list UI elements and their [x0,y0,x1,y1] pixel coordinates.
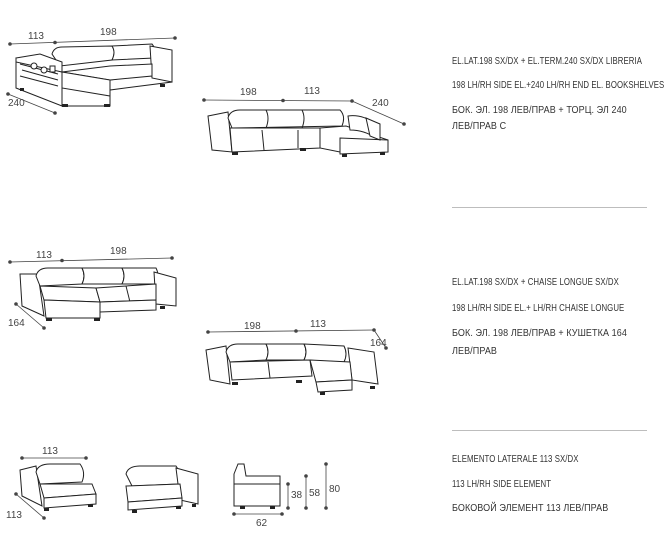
dim-depth: 240 [372,98,389,109]
dim-seat-height: 38 [291,490,303,501]
side-view-profile: 62 38 58 80 [232,462,341,529]
dim-arm-height: 58 [309,488,321,499]
description-line: БОКОВОЙ ЭЛЕМЕНТ 113 ЛЕВ/ПРАВ [452,503,609,514]
section-1-drawings: 113 198 240 198 113 240 [6,27,406,157]
sofa-chaise-right: 198 113 164 [205,319,388,395]
side-element-left: 113 113 [6,446,97,521]
description-line: БОК. ЭЛ. 198 ЛЕВ/ПРАВ + КУШЕТКА 164 [452,328,627,339]
section-divider [452,207,647,208]
description-line: ELEMENTO LATERALE 113 SX/DX [452,454,579,465]
section-divider [452,430,647,431]
dim-width-left: 113 [36,250,52,261]
description-line: БОК. ЭЛ. 198 ЛЕВ/ПРАВ + ТОРЦ. ЭЛ 240 [452,105,627,116]
section-2-drawings: 113 198 164 198 113 164 [8,246,388,395]
dim-width-left: 198 [240,87,257,98]
description-line: 198 LH/RH SIDE EL.+ LH/RH CHAISE LONGUE [452,303,625,314]
dim-width-right: 113 [310,319,326,330]
description-line: ЛЕВ/ПРАВ [452,346,498,357]
sofa-bookshelves-left: 113 198 240 [6,27,177,115]
sofa-chaise-left: 113 198 164 [8,246,177,330]
dim-side-depth: 62 [256,518,268,529]
description-line: 198 LH/RH SIDE EL.+240 LH/RH END EL. BOO… [452,80,664,91]
dim-depth: 240 [8,98,25,109]
dim-depth: 164 [370,338,387,349]
section-3-drawings: 113 113 62 38 58 80 [6,446,341,529]
description-line: EL.LAT.198 SX/DX + EL.TERM.240 SX/DX LIB… [452,56,643,67]
description-line: 113 LH/RH SIDE ELEMENT [452,479,552,490]
dim-width-right: 198 [100,27,117,38]
dim-depth: 113 [6,510,22,521]
dim-width: 113 [42,446,58,457]
dim-width-left: 198 [244,321,261,332]
side-element-right [125,465,199,513]
dim-width-right: 113 [304,86,320,97]
dim-depth: 164 [8,318,25,329]
dim-width-right: 198 [110,246,127,257]
dim-back-height: 80 [329,484,341,495]
description-line: ЛЕВ/ПРАВ С [452,121,507,132]
dim-width-left: 113 [28,31,44,42]
description-line: EL.LAT.198 SX/DX + CHAISE LONGUE SX/DX [452,277,619,288]
sofa-bookshelves-right: 198 113 240 [202,86,406,157]
